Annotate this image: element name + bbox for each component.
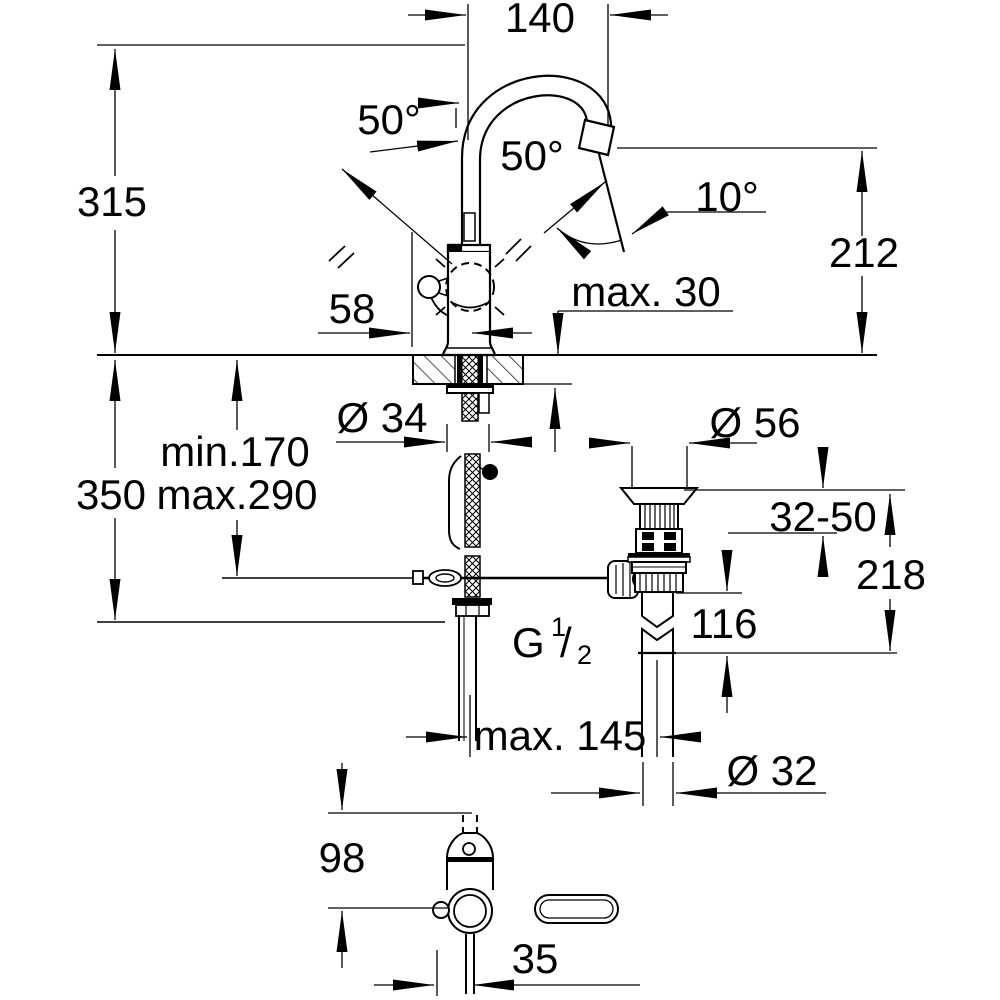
ball-stem [478,466,485,471]
column-band [447,857,493,862]
dim-top-width-label: 140 [505,0,575,41]
shank-wall-right [478,355,483,384]
rotation-mark-right [505,238,532,262]
supply-hoses [448,453,498,741]
angle-swivel-left-label: 50° [357,96,421,143]
dim-hole-diameter-label: Ø 34 [336,394,427,441]
handle-side-view [432,815,619,994]
flex-hose-upper [464,453,481,548]
dim-drain-offset-label: max. 145 [474,712,647,759]
dim-spout-height-label: 212 [829,229,899,276]
water-stream-line [597,153,626,253]
handle-knob [432,901,450,919]
angle-50r-diagonal [543,181,606,234]
rotation-dashes [435,258,505,316]
thread-numerator: 1 [551,612,566,642]
knob-neck [438,277,449,297]
body-top-band-dark [446,243,463,254]
angle-50l-arrow-bottom [369,140,459,153]
hose-nut [455,604,490,617]
waste-ring-dark [628,553,690,557]
pop-up-rod [222,569,648,587]
waste-plug-top [618,487,700,505]
counter-hatch-left [413,356,455,384]
reference-lines [97,4,905,996]
lever-pin-hole [462,842,476,856]
dimension-lines [109,9,896,991]
thread-slash: / [560,619,572,666]
dim-handle-height-label: 98 [319,834,366,881]
spout-tube-detail [463,212,476,242]
angle-50r-arc [556,227,623,260]
thread-letter: G [512,619,545,666]
dim-hose-max-label: max.290 [156,471,317,518]
dimension-labels: 140 50° 50° 10° 315 212 58 max. 30 Ø 34 … [76,0,926,982]
hose-nut-dark [452,598,492,605]
lever-silhouette [430,296,450,317]
counter-hole-edges [454,355,488,384]
shank-side-tube [478,392,490,414]
dim-waste-height-label: 218 [856,551,926,598]
lever-handle-inner [539,899,614,919]
countertop-section [97,354,877,422]
waste-ribs [644,505,675,528]
drain-side-nut-ribs [615,562,631,597]
dim-flange-adjust-label: 32-50 [769,493,876,540]
dim-total-height-label: 315 [77,178,147,225]
threaded-shank [461,392,479,422]
dim-handle-offset-label: 58 [329,285,376,332]
angle-annotations [341,97,766,265]
thread-denominator: 2 [577,640,592,670]
counter-hatch-right [487,356,523,384]
waste-body-lower [641,627,674,653]
dim-waste-body-label: 116 [691,600,758,647]
dim-max-deck-label: max. 30 [571,268,720,315]
rod-clevis-inner [435,573,455,583]
flex-hose-lower [464,555,481,598]
handle-pivot-inner [453,894,487,928]
angle-50l-diagonal [341,168,453,265]
lever-handle-bar [534,894,619,924]
dim-hose-length-label: 350 [76,471,146,518]
spout-outlet [577,118,616,157]
spout-inner-outline [478,94,589,258]
rotation-mark-left [328,245,355,269]
angle-stream-label: 10° [695,173,759,220]
thin-hose-left [448,455,462,550]
mounting-washer-dark [447,384,493,388]
waste-grid-squares [642,532,676,551]
rod-ball-joint [482,464,498,480]
waste-ribbed-band [639,503,679,530]
shank-thread-in-counter [461,354,479,385]
dim-pivot-offset-label: 35 [512,935,559,982]
dim-flange-diameter-label: Ø 56 [709,399,800,446]
angle-10-leader [631,206,766,235]
spout-stub-dashed [462,815,478,833]
thread-size-label: G 1 / 2 [512,612,592,670]
dim-tail-diameter-label: Ø 32 [726,747,817,794]
waste-body-upper [641,591,674,629]
connection-pipes [458,616,477,741]
side-knob [417,275,441,299]
spout-outer-outline [460,74,613,258]
hose-nut-facets [465,605,480,616]
angle-swivel-right-label: 50° [500,132,564,179]
pop-up-waste [607,487,700,757]
rod-end-cap [412,570,424,585]
lever-ball-dashed [445,262,495,312]
body-mouth-arc [452,302,488,309]
rod-clevis-outer [428,569,462,587]
shank-wall-left [457,355,462,384]
waste-knurls [639,574,677,591]
dim-hose-min-label: min.170 [160,428,309,475]
